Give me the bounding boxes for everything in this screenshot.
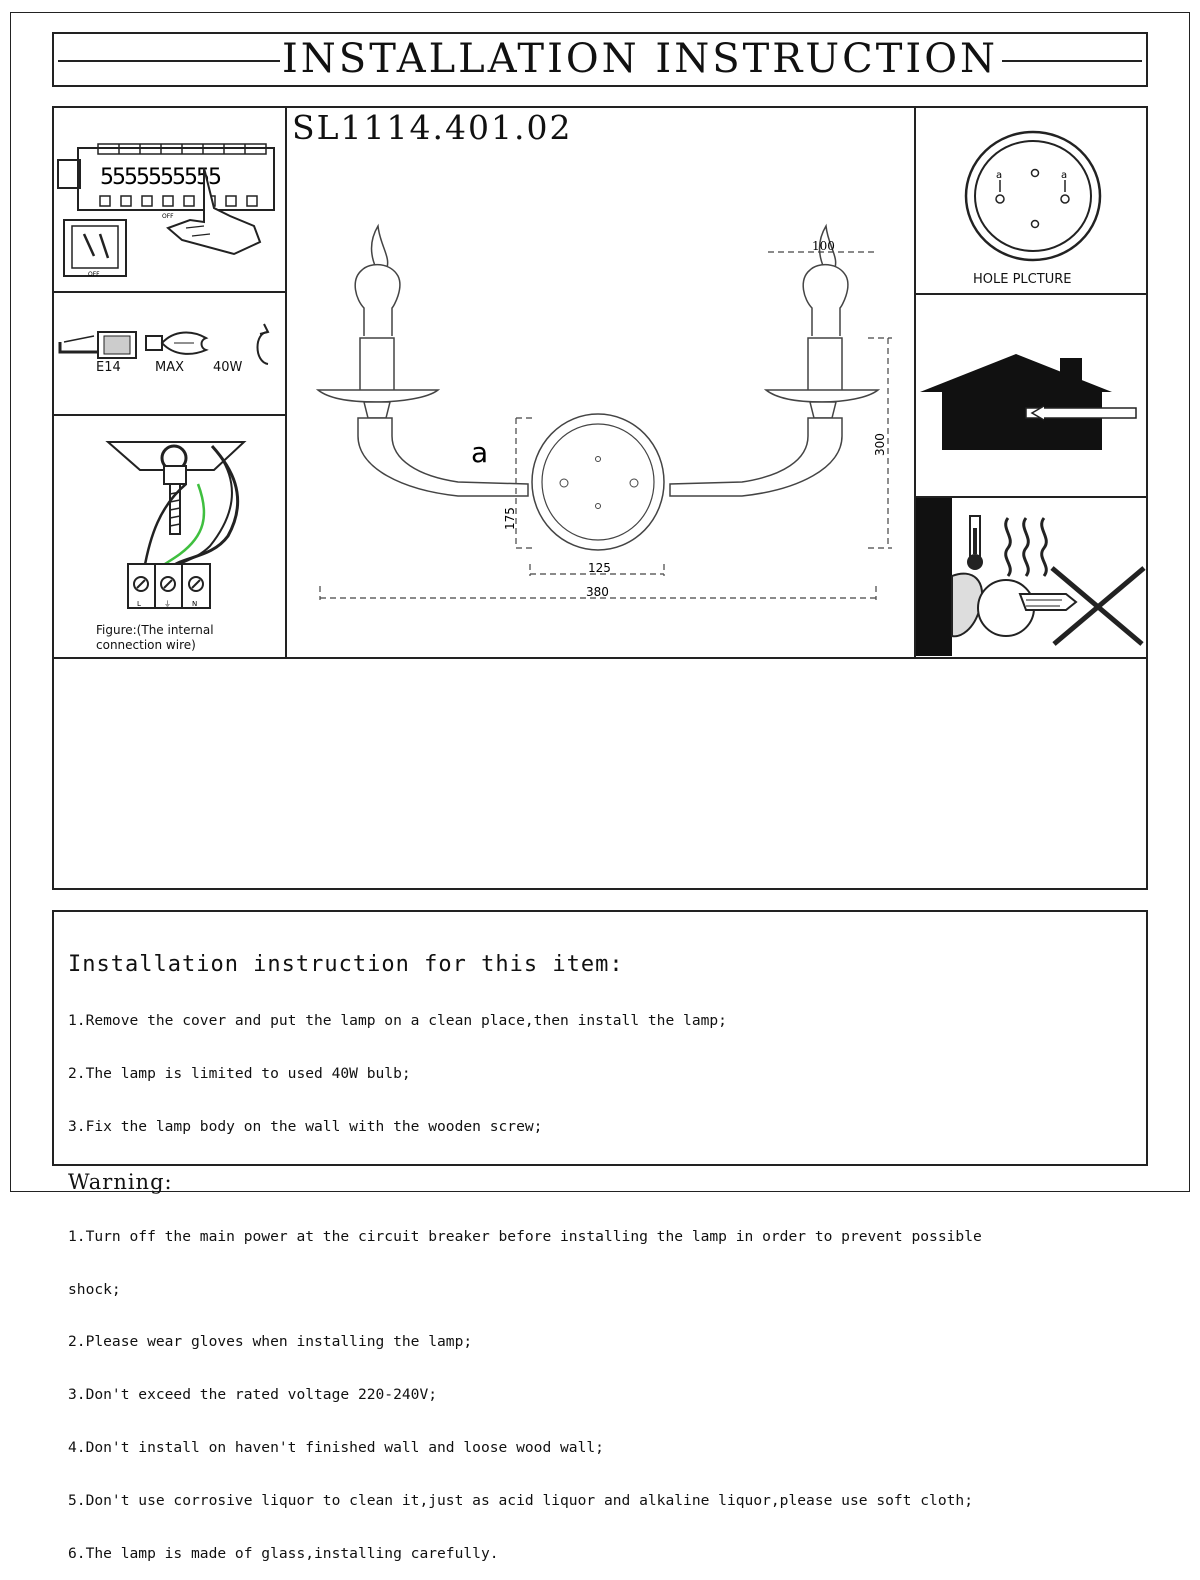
hole-mark-right: a (1061, 170, 1067, 181)
right-column-divider (914, 106, 916, 658)
indoor-use-icon (920, 354, 1137, 450)
instruction-step: 3.Fix the lamp body on the wall with the… (68, 1117, 543, 1135)
left-divider-2 (52, 414, 286, 416)
instruction-step: 1.Remove the cover and put the lamp on a… (68, 1012, 727, 1030)
title-rule-right (1002, 60, 1142, 62)
bulb-wattage-label: 40W (213, 360, 243, 375)
terminal-label-l: L (137, 600, 141, 608)
instructions-frame (52, 910, 1148, 1166)
circuit-breaker-illustration: 5555555555 OFF OFF (57, 143, 275, 278)
warning-item: 2.Please wear gloves when installing the… (68, 1333, 473, 1351)
dim-top: 100 (812, 239, 835, 253)
dim-plate-height: 175 (503, 507, 517, 530)
dim-plate-width: 125 (588, 561, 611, 575)
switch-off-label: OFF (88, 271, 100, 278)
page-frame (10, 12, 1190, 1192)
hole-mark-left: a (996, 170, 1002, 181)
drawing-frame (52, 106, 1148, 890)
right-divider-1 (914, 293, 1148, 295)
left-column-divider (285, 106, 287, 658)
bulb-illustration (58, 323, 270, 365)
lamp-technical-drawing: a 100 300 175 125 380 (315, 223, 892, 600)
instruction-step: 2.The lamp is limited to used 40W bulb; (68, 1065, 411, 1083)
bulb-max-label: MAX (155, 360, 185, 375)
instructions-body: Installation instruction for this item: … (68, 918, 1158, 1580)
warning-item: 6.The lamp is made of glass,installing c… (68, 1544, 499, 1562)
right-divider-2 (914, 496, 1148, 498)
heat-warning-icon (916, 498, 1146, 656)
svg-text:5555555555: 5555555555 (100, 165, 221, 190)
dim-total-width: 380 (586, 585, 609, 599)
hole-picture-caption: HOLE PLCTURE (973, 272, 1072, 287)
warning-item: 4.Don't install on haven't finished wall… (68, 1439, 604, 1457)
instructions-heading: Installation instruction for this item: (68, 952, 624, 978)
breaker-off-label: OFF (162, 213, 174, 220)
dim-height: 300 (873, 433, 887, 456)
terminal-label-earth: ⏚ (164, 600, 171, 608)
warning-item: 5.Don't use corrosive liquor to clean it… (68, 1491, 973, 1509)
left-divider-1 (52, 291, 286, 293)
wiring-caption-line1: Figure:(The internal (96, 623, 214, 637)
warning-item: 3.Don't exceed the rated voltage 220-240… (68, 1386, 438, 1404)
model-number: SL1114.401.02 (292, 108, 573, 147)
bulb-socket-label: E14 (96, 360, 121, 375)
wiring-diagram: L ⏚ N (105, 441, 247, 609)
part-label-a: a (471, 436, 488, 469)
title-frame (52, 32, 1148, 87)
terminal-label-n: N (192, 600, 197, 608)
page-title: INSTALLATION INSTRUCTION (280, 36, 1000, 82)
wiring-caption-line2: connection wire) (96, 638, 196, 652)
title-rule-left (58, 60, 280, 62)
warning-item: shock; (68, 1280, 121, 1298)
drawing-bottom-rule (52, 657, 1148, 659)
warning-item: 1.Turn off the main power at the circuit… (68, 1227, 982, 1245)
hole-picture: a a (964, 130, 1102, 262)
warning-heading: Warning: (68, 1169, 173, 1194)
